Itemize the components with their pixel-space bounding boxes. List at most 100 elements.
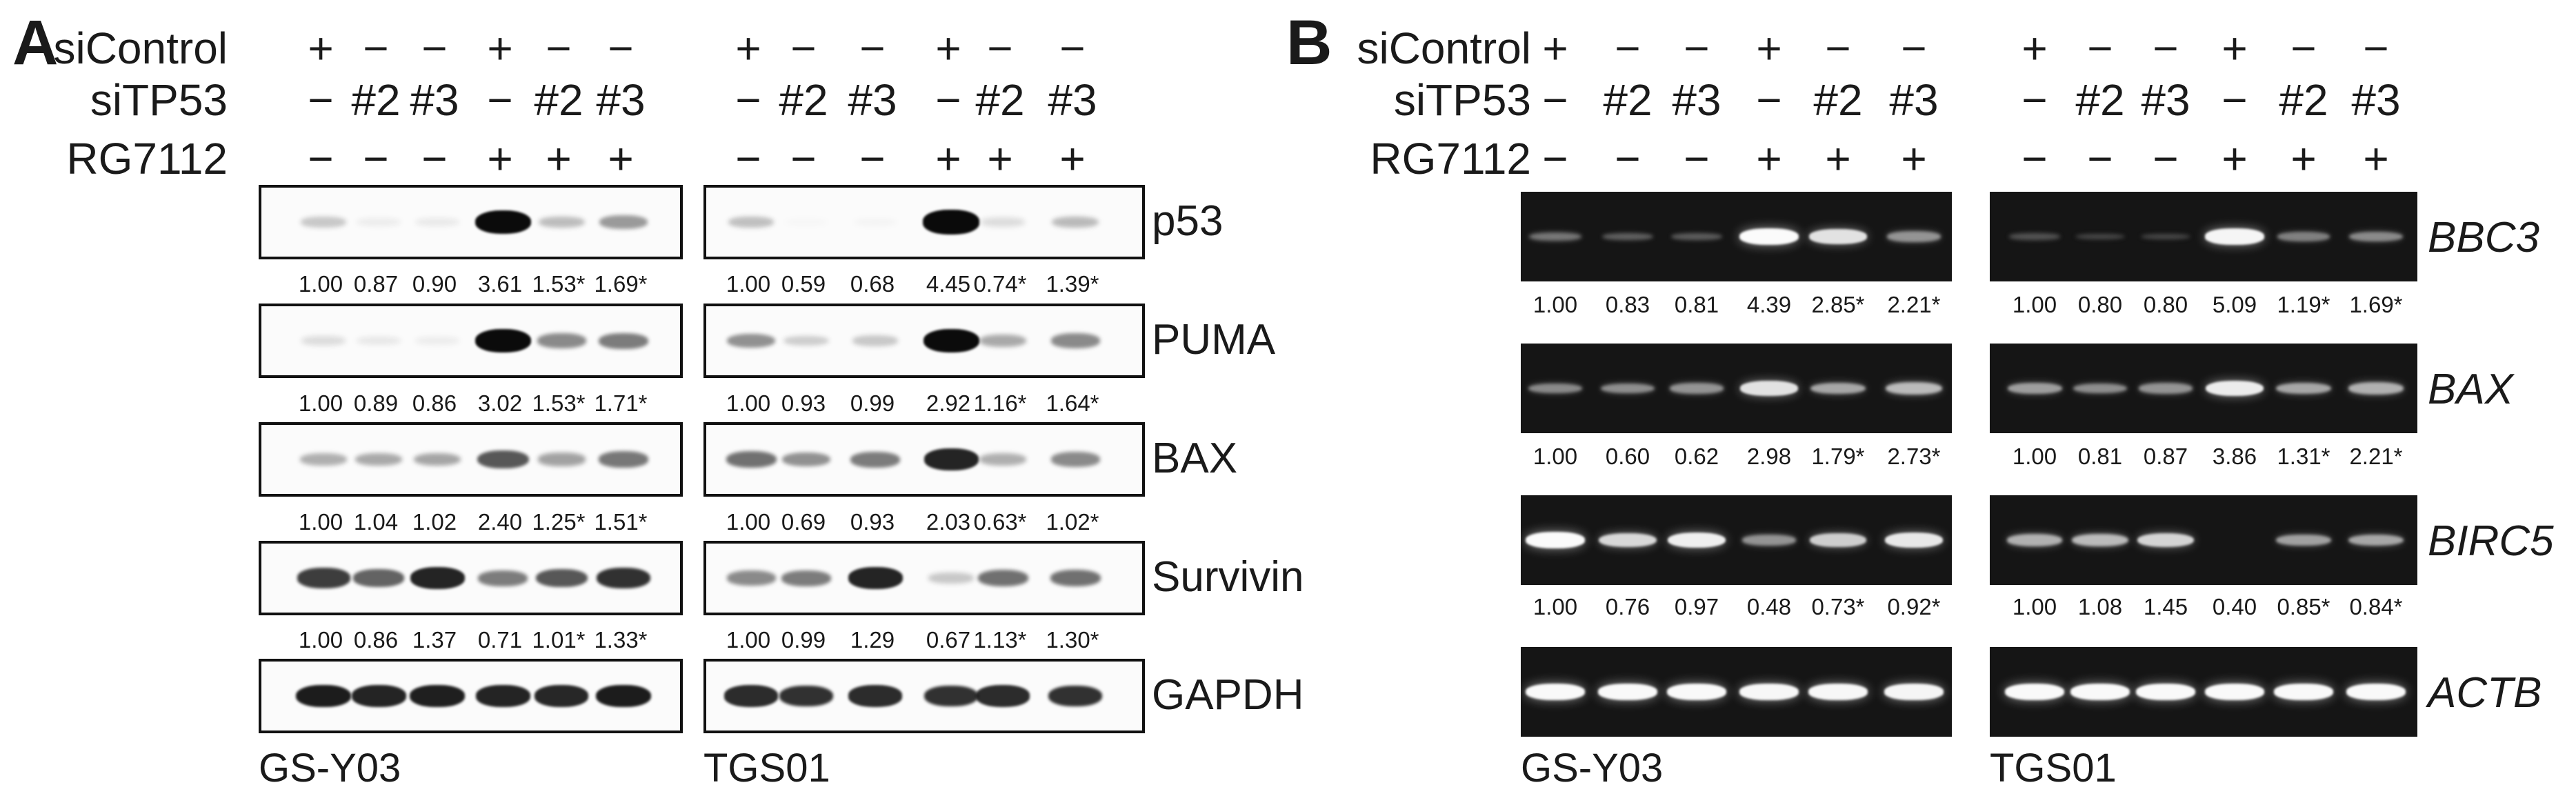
band-quantification: 1.31* <box>2277 444 2330 469</box>
band-quantification: 2.40 <box>477 509 523 535</box>
protein-label: Survivin <box>1152 553 1304 601</box>
band-quantification: 1.00 <box>1532 444 1578 469</box>
a-rg7112-symbol: − <box>790 134 817 183</box>
gel-band <box>1528 232 1582 241</box>
pcr-gel <box>1521 647 1952 737</box>
western-blot <box>259 304 683 378</box>
band-quantification: 1.37 <box>412 627 457 653</box>
western-blot <box>703 304 1145 378</box>
western-blot <box>703 659 1145 733</box>
b-sicontrol-symbol: − <box>2363 23 2389 73</box>
band-quantification: 0.89 <box>353 390 399 416</box>
blot-band <box>980 217 1026 227</box>
b-sicontrol-symbol: − <box>1901 23 1927 73</box>
blot-band <box>977 569 1028 587</box>
western-blot <box>259 659 683 733</box>
b-row-label-rg7112: RG7112 <box>1370 134 1531 183</box>
a-rg7112-symbol: − <box>421 134 448 183</box>
panel-b-letter: B <box>1286 8 1332 78</box>
b-rg7112-symbol: − <box>1542 134 1568 183</box>
a-sitp53-symbol: − <box>308 75 334 125</box>
gel-band <box>1886 381 1942 395</box>
b-rg7112-symbol: + <box>2363 134 2389 183</box>
band-quantification: 4.45 <box>926 271 971 297</box>
blot-band <box>781 570 831 586</box>
a-sicontrol-symbol: − <box>608 23 634 73</box>
blot-band <box>353 569 404 587</box>
gel-band <box>1526 684 1585 700</box>
band-quantification: 0.85* <box>2277 594 2330 619</box>
blot-band <box>848 566 903 590</box>
blot-band <box>355 453 403 466</box>
b-rg7112-symbol: + <box>1825 134 1851 183</box>
b-sitp53-symbol: − <box>2021 75 2048 125</box>
blot-band <box>1050 569 1101 587</box>
gene-label: BBC3 <box>2428 214 2539 261</box>
a-row-label-rg7112: RG7112 <box>66 134 228 183</box>
b-row-label-sitp53: siTP53 <box>1393 75 1531 125</box>
gel-band <box>1810 382 1866 395</box>
protein-label: GAPDH <box>1152 671 1304 719</box>
a-sicontrol-symbol: − <box>859 23 886 73</box>
blot-band <box>785 219 828 226</box>
band-quantification: 1.30* <box>1046 627 1099 653</box>
band-quantification: 1.00 <box>1532 292 1578 317</box>
b-cell-line-label: TGS01 <box>1990 746 2117 791</box>
band-quantification: 1.45 <box>2143 594 2188 619</box>
b-rg7112-symbol: − <box>1684 134 1710 183</box>
band-quantification: 1.53* <box>532 271 586 297</box>
gel-band <box>2006 534 2063 546</box>
band-quantification: 1.00 <box>2012 594 2057 619</box>
gel-band <box>1667 684 1726 700</box>
gel-band <box>1669 383 1724 394</box>
b-row-label-sicontrol: siControl <box>1357 23 1531 73</box>
band-quantification: 0.40 <box>2212 594 2257 619</box>
band-quantification: 0.48 <box>1746 594 1792 619</box>
band-quantification: 0.68 <box>850 271 895 297</box>
band-quantification: 0.80 <box>2077 292 2123 317</box>
a-sicontrol-symbol: − <box>546 23 572 73</box>
blot-band <box>924 685 978 707</box>
blot-band <box>475 210 531 235</box>
b-sicontrol-symbol: + <box>2221 23 2248 73</box>
a-rg7112-symbol: − <box>308 134 334 183</box>
gel-band <box>2009 233 2060 240</box>
gel-band <box>1809 533 1867 547</box>
band-quantification: 1.00 <box>298 271 343 297</box>
gel-band <box>2276 382 2331 395</box>
gel-band <box>1528 383 1582 394</box>
blot-band <box>297 568 350 588</box>
a-sitp53-symbol: − <box>735 75 761 125</box>
blot-band <box>1048 685 1102 707</box>
b-rg7112-symbol: − <box>2021 134 2048 183</box>
a-rg7112-symbol: − <box>735 134 761 183</box>
band-quantification: 1.69* <box>594 271 648 297</box>
blot-band <box>979 453 1026 466</box>
band-quantification: 0.83 <box>1605 292 1650 317</box>
b-sicontrol-symbol: − <box>1615 23 1641 73</box>
band-quantification: 3.02 <box>477 390 523 416</box>
gel-band <box>1739 684 1799 700</box>
gel-band <box>1884 532 1944 548</box>
a-row-label-sicontrol: siControl <box>53 23 228 73</box>
b-sitp53-symbol: #3 <box>2351 75 2401 125</box>
band-quantification: 1.69* <box>2349 292 2403 317</box>
gel-band <box>2276 534 2331 546</box>
band-quantification: 2.21* <box>2349 444 2403 469</box>
gel-band <box>2138 383 2193 394</box>
gel-band <box>2136 684 2195 700</box>
blot-band <box>410 684 465 708</box>
a-rg7112-symbol: + <box>546 134 572 183</box>
blot-band <box>781 452 831 467</box>
band-quantification: 1.13* <box>973 627 1027 653</box>
band-quantification: 0.71 <box>477 627 523 653</box>
band-quantification: 1.08 <box>2077 594 2123 619</box>
band-quantification: 0.62 <box>1674 444 1719 469</box>
band-quantification: 1.00 <box>1532 594 1578 619</box>
band-quantification: 0.87 <box>353 271 399 297</box>
a-cell-line-label: TGS01 <box>703 746 830 791</box>
western-blot <box>703 185 1145 259</box>
blot-band <box>296 684 351 708</box>
western-blot <box>259 541 683 615</box>
gel-band <box>2348 382 2404 395</box>
